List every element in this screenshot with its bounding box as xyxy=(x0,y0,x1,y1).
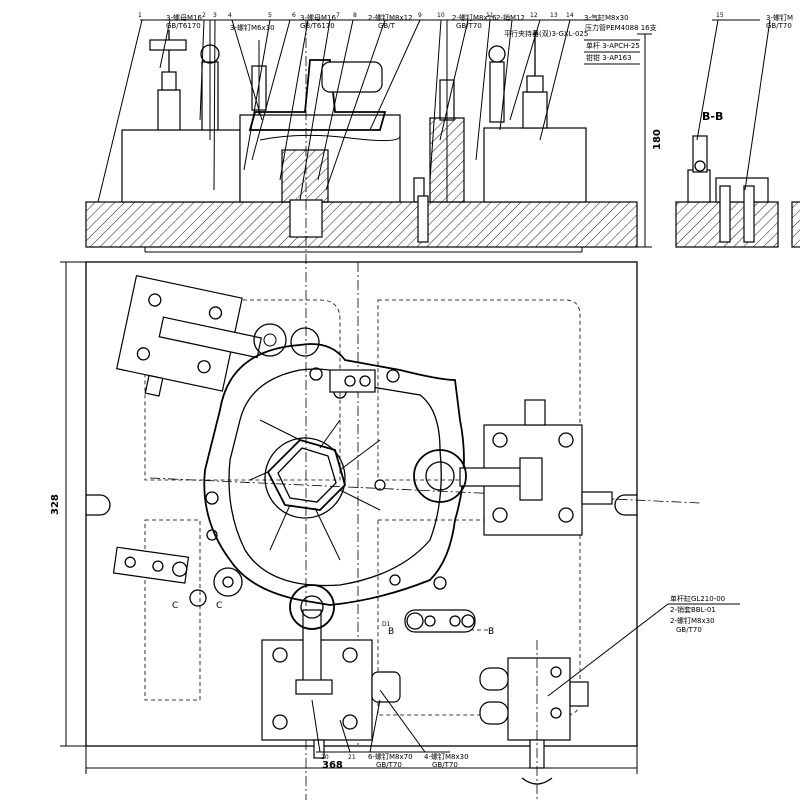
front-elevation-view xyxy=(85,19,652,800)
callout-5: 5 xyxy=(268,12,272,19)
note-screw-m8x30: 2-螺钉M8x30 xyxy=(670,616,715,625)
callout-12: 12 xyxy=(530,12,538,19)
callout-16-screw: 3-螺钉M xyxy=(766,13,793,22)
callout-6: 6 xyxy=(292,12,296,19)
dim-height-180: 180 xyxy=(652,129,663,150)
callout-gbt: GB/T xyxy=(378,22,396,30)
top-callout-labels: 1 3-螺母M16 GB/T6170 2 3 4 3-螺钉M6x30 5 6 3… xyxy=(138,12,663,150)
callout-gb6170-b: GB/T6170 xyxy=(300,22,335,30)
callout-nut-m16-b: 3-螺母M16 xyxy=(300,13,336,22)
callout-gb70-c: GB/T70 xyxy=(376,761,402,769)
view-mark-c-right: C xyxy=(216,601,222,611)
callout-gb6170: GB/T6170 xyxy=(166,22,201,30)
dim-width-368: 368 xyxy=(322,760,343,771)
plan-view: 328 368 xyxy=(50,261,740,800)
callout-7: 7 xyxy=(336,12,340,19)
callout-4: 4 xyxy=(228,12,232,19)
callout-8: 8 xyxy=(353,12,357,19)
note-gb70: GB/T70 xyxy=(676,626,702,634)
callout-cylinder-m8x30: 3-气缸M8x30 xyxy=(584,13,629,22)
view-mark-c-left: C xyxy=(172,601,178,611)
callout-gb70: GB/T70 xyxy=(456,22,482,30)
callout-1: 1 xyxy=(138,12,142,19)
callout-11: 11 xyxy=(486,12,494,19)
callout-21: 21 xyxy=(348,754,356,761)
right-support-block xyxy=(483,127,587,203)
dim-height-328: 328 xyxy=(50,494,61,515)
callout-3: 3 xyxy=(213,12,217,19)
section-label-b-b: B-B xyxy=(702,110,723,123)
note-pliers: 钳钳 3-AP163 xyxy=(586,53,632,62)
section-b-b-view: B-B 15 3-螺钉M GB/T70 xyxy=(675,12,800,248)
callout-14: 14 xyxy=(566,12,574,19)
callout-2: 2 xyxy=(202,12,206,19)
callout-20: 20 xyxy=(321,754,329,761)
view-mark-b-right: B xyxy=(488,627,494,637)
note-cylinder: 单杆缸GL210-00 xyxy=(670,594,725,603)
callout-screw-m8x30: 4-螺钉M8x30 xyxy=(424,752,469,761)
callout-pin-m12: 2-销M12 xyxy=(496,13,525,22)
base-plate-section xyxy=(85,201,638,248)
callout-nut-m16: 3-螺母M16 xyxy=(166,13,202,22)
left-support-block xyxy=(121,129,241,203)
workpiece-outline xyxy=(203,343,465,606)
note-pressure-pipe: 压力管PEM4088 16支 xyxy=(585,23,657,32)
base-plate-outline xyxy=(85,261,638,747)
note-parallel-gripper: 平行夹持器(双)3-GXL-025 xyxy=(504,29,588,38)
callout-13: 13 xyxy=(550,12,558,19)
callout-10: 10 xyxy=(437,12,445,19)
callout-screw-m8x16: 2-螺钉M8x16 xyxy=(452,13,497,22)
callout-screw-m8x12: 2-螺钉M8x12 xyxy=(368,13,413,22)
note-pin-sleeve: 2-销套BBL-01 xyxy=(670,605,716,614)
callout-15: 15 xyxy=(716,12,724,19)
callout-screw-m8x70: 6-螺钉M8x70 xyxy=(368,752,413,761)
note-single-rod: 单杆 3-APCH-25 xyxy=(586,41,640,50)
callout-screw-m6x30: 3-螺钉M6x30 xyxy=(230,23,275,32)
view-mark-d1: D1 xyxy=(382,621,391,628)
callout-gb70-d: GB/T70 xyxy=(432,761,458,769)
callout-9: 9 xyxy=(418,12,422,19)
view-mark-b-left: B xyxy=(388,627,394,637)
callout-16-gb70: GB/T70 xyxy=(766,22,792,30)
